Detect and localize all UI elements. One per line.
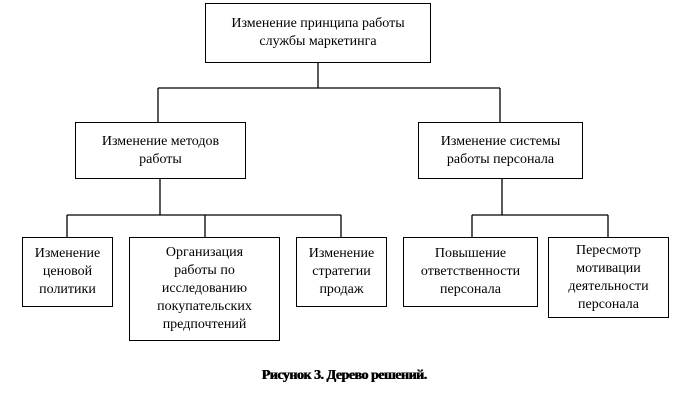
node-pricing-policy: Изменение ценовой политики: [22, 237, 113, 307]
figure-caption: Рисунок 3. Дерево решений.: [261, 368, 428, 383]
node-staff-system: Изменение системы работы персонала: [418, 122, 583, 179]
connector-left: [66, 178, 342, 237]
connector-root: [157, 62, 501, 122]
node-research-organization: Организация работы по исследованию покуп…: [129, 237, 280, 341]
node-sales-strategy: Изменение стратегии продаж: [296, 237, 387, 307]
connector-right: [471, 178, 609, 237]
node-motivation-review: Пересмотр мотивации деятельности персона…: [548, 237, 669, 318]
node-staff-responsibility: Повышение ответственности персонала: [403, 237, 538, 307]
root-node: Изменение принципа работы службы маркети…: [205, 3, 431, 63]
node-work-methods: Изменение методов работы: [75, 122, 246, 179]
